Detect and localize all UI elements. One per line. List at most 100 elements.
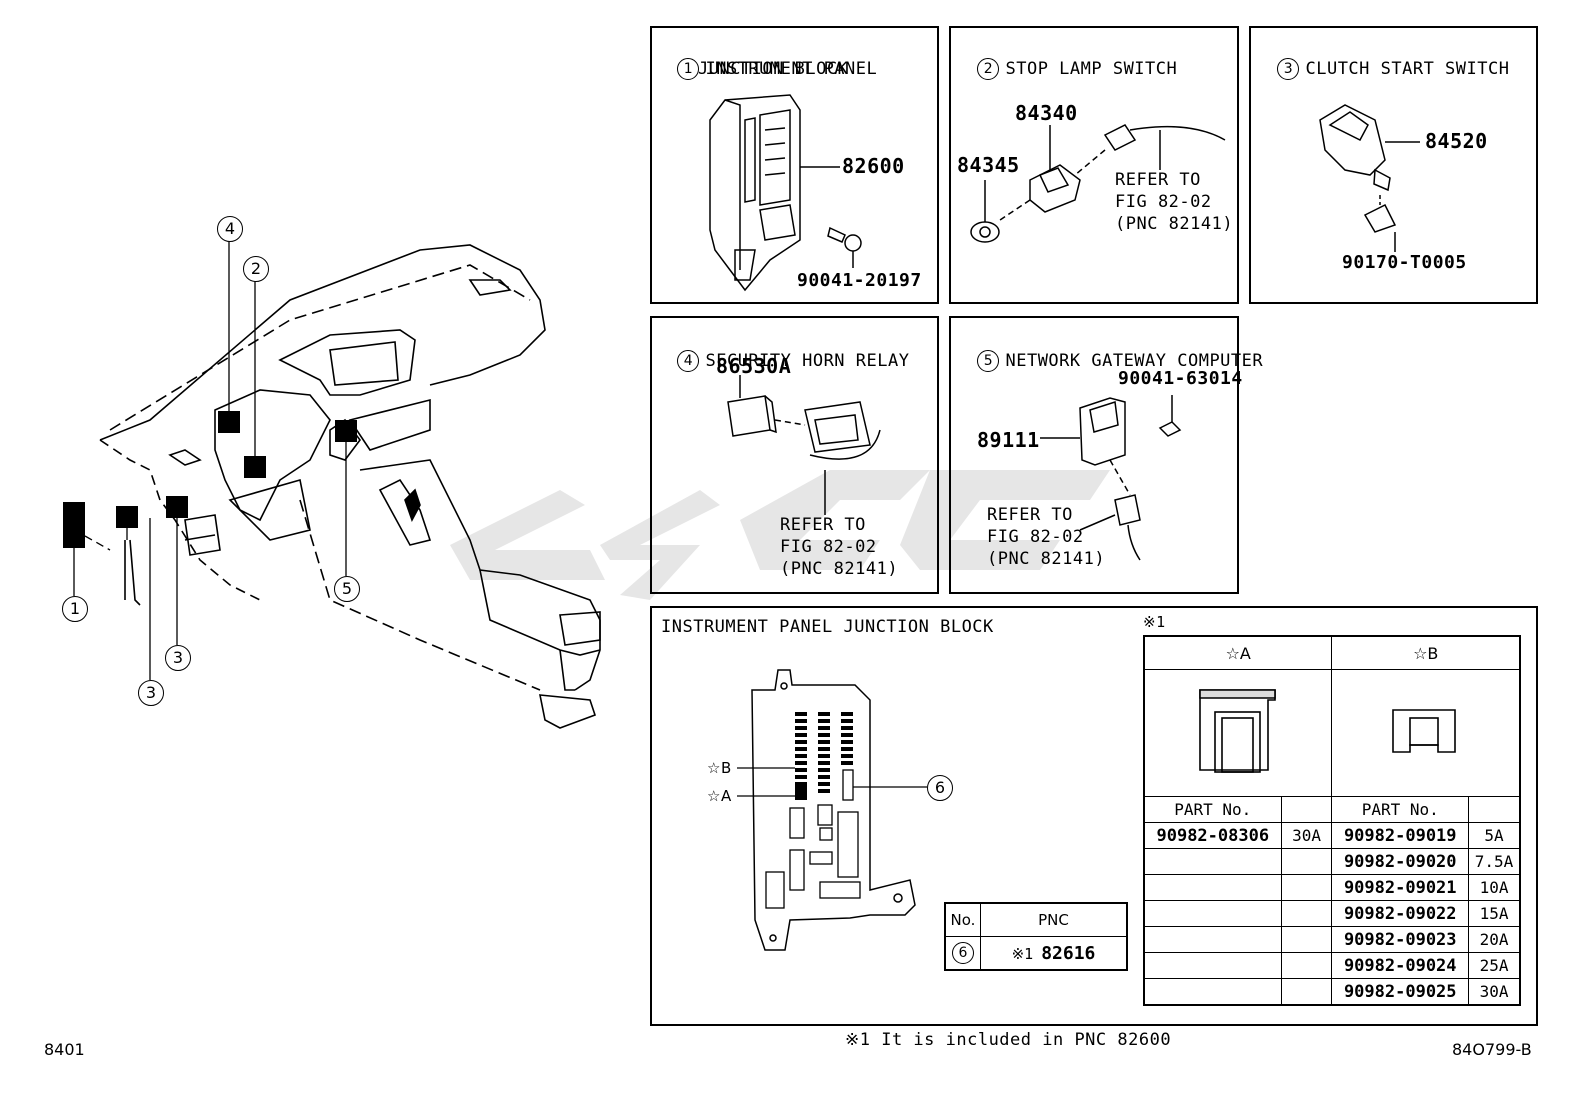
panel-1-title-line1: INSTRUMENT PANEL [705,59,878,79]
fuse-image-b-cell [1331,669,1521,797]
fuse-a-empty [1280,952,1333,979]
junction-leaders [737,767,927,797]
part-84520: 84520 [1425,129,1488,153]
panel-4-title-text: SECURITY HORN RELAY [705,351,910,371]
panel-instrument-panel-junction-block [650,26,939,304]
clutch-switch-illustration [1319,104,1420,252]
pnc-row-mark: ※1 [1011,944,1034,963]
fuse-a-part-0: 90982-08306 [1143,822,1282,849]
fuse-b-amp-6: 30A [1468,978,1521,1006]
fuse-slots [795,712,853,800]
part-82600: 82600 [842,154,905,178]
part-90170-T0005: 90170-T0005 [1342,252,1467,273]
fuse-b-part-6: 90982-09025 [1331,978,1470,1006]
gateway-computer-illustration [1040,395,1182,561]
fuse-a-empty [1143,926,1282,953]
fuse-amp-header-a [1280,796,1333,823]
footer-figure-number: 8401 [44,1040,85,1059]
pnc-col-no: No. [944,902,981,937]
panel-security-horn-relay [650,316,939,594]
star-b-label: ☆B [707,759,732,777]
callout-6: 6 [927,775,953,801]
footer-drawing-code: 84O799-B [1452,1040,1532,1059]
pnc-row-no: 6 [944,936,981,971]
watermark-logo [450,470,1110,600]
fuse-a-empty [1143,952,1282,979]
fuse-b-amp-2: 10A [1468,874,1521,901]
stop-lamp-switch-illustration [970,124,1226,243]
fuse-b-part-5: 90982-09024 [1331,952,1470,979]
callout-5: 5 [334,576,360,602]
panel-1-number: 1 [677,58,700,80]
fuse-b-part-3: 90982-09022 [1331,900,1470,927]
part-90041-63014: 90041-63014 [1118,368,1243,389]
callout-1: 1 [62,596,88,622]
relay-slots [765,769,861,909]
part-86530A: 86530A [716,354,792,378]
fuse-a-amp-0: 30A [1280,822,1333,849]
panel-4-number: 4 [677,350,700,372]
fuse-b-amp-0: 5A [1468,822,1521,849]
panel-1-title-line2: JUNCTION BLOCK [698,59,849,79]
pnc-row-value: ※1 82616 [980,936,1128,971]
panel-2-refer-note: REFER TO FIG 82-02 (PNC 82141) [1115,170,1234,234]
part-84340: 84340 [1015,101,1078,125]
fuse-b-amp-1: 7.5A [1468,848,1521,875]
fuse-a-empty [1143,900,1282,927]
fuse-header-b: ☆B [1331,635,1521,670]
fuse-table: ☆A ☆B PART No. PART No. 90982-08306 30A … [1143,635,1521,1006]
callout-2: 2 [243,256,269,282]
fuse-a-empty [1143,874,1282,901]
panel-2-title-text: STOP LAMP SWITCH [1005,59,1178,79]
fuse-a-empty [1280,874,1333,901]
callout-4: 4 [217,216,243,242]
fuse-b-part-1: 90982-09020 [1331,848,1470,875]
fuse-part-no-header-b: PART No. [1331,796,1470,823]
panel-4-refer-note: REFER TO FIG 82-02 (PNC 82141) [780,515,899,579]
fuse-b-part-2: 90982-09021 [1331,874,1470,901]
horn-relay-illustration [727,375,881,515]
star-a-label: ☆A [707,787,732,805]
panel-network-gateway-computer [949,316,1239,594]
fuse-b-part-0: 90982-09019 [1331,822,1470,849]
panel-3-number: 3 [1277,58,1300,80]
panel-5-title-text: NETWORK GATEWAY COMPUTER [1005,351,1264,371]
location-markers [63,411,357,548]
fuse-part-no-header-a: PART No. [1143,796,1282,823]
fuse-image-a-cell [1143,669,1333,797]
fuse-a-empty [1280,900,1333,927]
junction-block-fuse-layout [751,669,916,951]
part-84345: 84345 [957,153,1020,177]
fuse-a-empty [1280,978,1333,1006]
part-89111: 89111 [977,428,1040,452]
pnc-row-number: 82616 [1041,942,1096,964]
fuse-header-a: ☆A [1143,635,1333,670]
panel-3-title-text: CLUTCH START SWITCH [1305,59,1510,79]
fuse-amp-header-b [1468,796,1521,823]
fuse-a-empty [1280,926,1333,953]
panel-junction-block-detail [650,606,1538,1026]
panel-2-number: 2 [977,58,1000,80]
fuse-a-empty [1280,848,1333,875]
fuse-a-empty [1143,978,1282,1006]
fuse-b-part-4: 90982-09023 [1331,926,1470,953]
panel-5-refer-note: REFER TO FIG 82-02 (PNC 82141) [987,505,1106,569]
fuse-b-amp-5: 25A [1468,952,1521,979]
callout-3-lower: 3 [138,680,164,706]
junction-block-illustration [709,94,862,292]
fuse-a-empty [1143,848,1282,875]
junction-title: INSTRUMENT PANEL JUNCTION BLOCK [661,617,994,637]
junction-note-mark: ※1 [1143,613,1166,631]
part-90041-20197: 90041-20197 [797,270,922,291]
pnc-table: No. PNC 6 ※1 82616 [944,902,1128,971]
pnc-col-pnc: PNC [980,902,1128,937]
footer-note: ※1 It is included in PNC 82600 [845,1030,1172,1050]
callout-3: 3 [165,645,191,671]
fuse-b-amp-4: 20A [1468,926,1521,953]
panel-5-number: 5 [977,350,1000,372]
